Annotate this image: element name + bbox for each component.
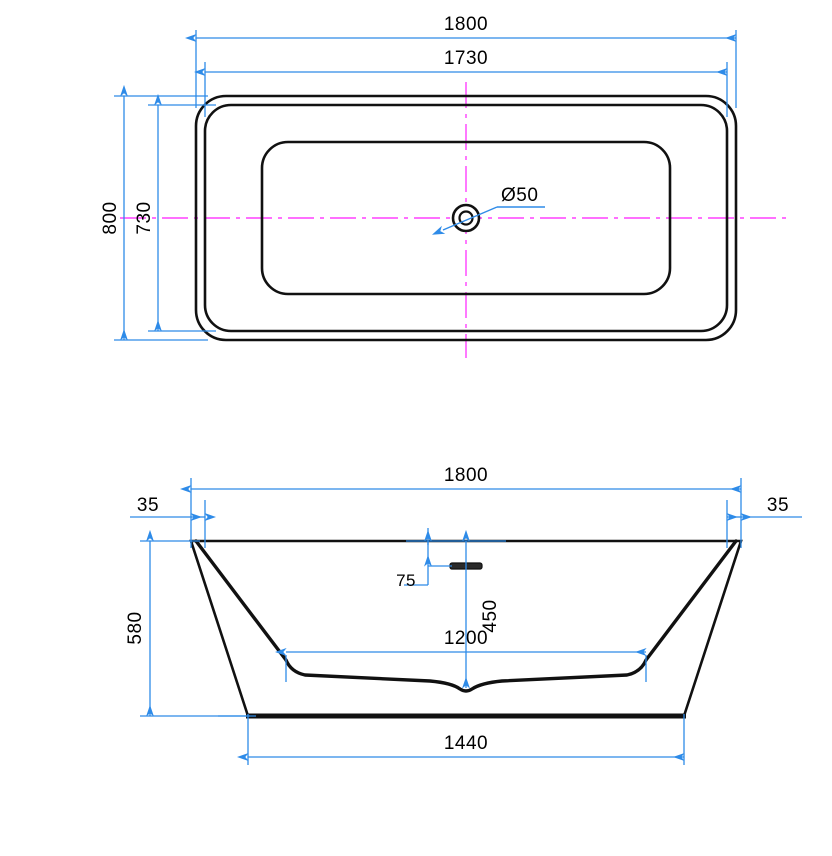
elevation-view-group: 1800 35 35 580 75	[125, 465, 802, 765]
plan-1730-dimension	[193, 62, 728, 117]
elevation-bowl-profile	[194, 539, 738, 693]
drain-diameter-label: Ø50	[501, 185, 538, 206]
drain-hole	[451, 203, 481, 233]
plan-1730-label: 1730	[444, 48, 488, 69]
elev-1200-dimension	[274, 648, 647, 682]
plan-1800-label: 1800	[444, 14, 488, 35]
elev-35-left-dimension	[130, 500, 217, 548]
elev-35-right-dimension	[726, 500, 802, 548]
plan-bowl-outline	[260, 140, 672, 296]
elev-1200-label: 1200	[444, 628, 488, 649]
elev-1440-dimension	[218, 714, 685, 765]
elev-75-label: 75	[396, 571, 416, 590]
plan-view-group: Ø50 1800 1730 800 730	[100, 14, 790, 358]
plan-730-label: 730	[134, 201, 155, 234]
plan-730-dimension	[148, 93, 216, 332]
elev-1800-dimension	[179, 478, 742, 548]
elev-1440-label: 1440	[444, 733, 488, 754]
plan-outer-rim	[194, 94, 738, 342]
drain-diameter-leader	[431, 206, 545, 235]
elev-450-dimension	[406, 529, 506, 689]
elev-580-label: 580	[125, 611, 146, 644]
drain-leader-arrow	[431, 206, 498, 235]
plan-800-label: 800	[100, 201, 121, 234]
plan-inner-rim	[203, 103, 729, 333]
plan-tub-outline	[194, 94, 738, 342]
elev-35-right-label: 35	[767, 495, 789, 516]
elev-450-label: 450	[480, 599, 501, 632]
elev-1800-label: 1800	[444, 465, 488, 486]
elev-75-dimension	[404, 528, 452, 586]
elev-35-left-label: 35	[137, 495, 159, 516]
